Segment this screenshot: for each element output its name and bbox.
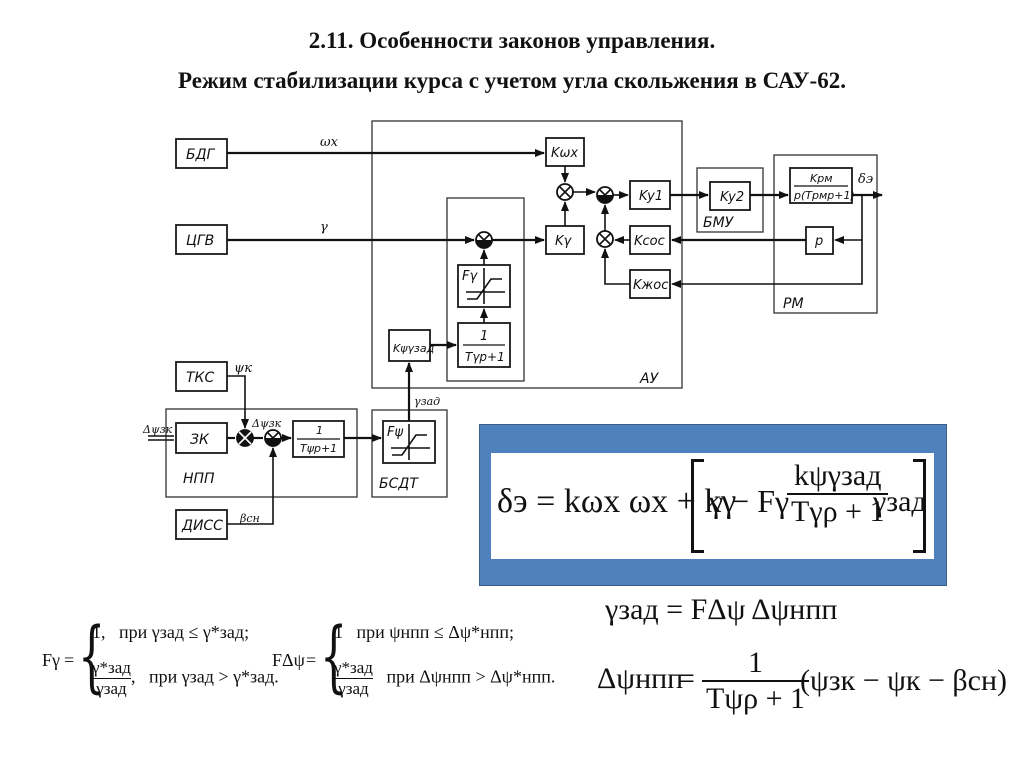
signal-beta-sn: βсн [239,512,260,525]
group-bmu [696,167,764,233]
block-f-psi-label: Fψ [387,425,403,440]
gamma-zad-equation: γзад = FΔψ Δψнпп [605,593,838,626]
block-f-gamma-label: Fγ [462,269,478,284]
group-rm-label: РМ [783,296,804,312]
eq-fraction: kψγзад Tγρ + 1 [787,459,889,529]
block-lag-gamma-num: 1 [480,329,488,344]
f-gamma-case1-value: 1, [92,622,106,642]
group-rm [773,154,878,314]
eq-f-gamma: Fγ [757,483,790,519]
eq-frac-den: Tγρ + 1 [791,495,885,528]
summing-junction [596,230,614,248]
signal-omega-x: ωx [320,135,339,150]
block-k-rm-num: Kрм [810,172,833,185]
block-k-omega-x-label: Kωx [551,146,578,161]
main-equation-box: δэ = kωx ωx + kγ γ − Fγ kψγзад Tγρ + 1 γ… [479,424,947,586]
signal-gamma: γ [320,220,328,235]
f-dpsi-case1-value: 1 [334,622,343,642]
sensor-bdg [175,138,228,169]
f-gamma-case1-cond: при γзад ≤ γ*зад; [119,622,250,642]
block-p [805,226,834,255]
block-k-y2 [709,181,751,211]
f-dpsi-case2-cond: при Δψнпп > Δψ*нпп. [386,666,556,687]
sensor-bdg-label: БДГ [186,147,216,163]
block-k-y2-label: Ky2 [720,190,744,205]
sensor-tks-label: ТКС [186,370,214,386]
group-au-label: АУ [639,371,660,387]
block-k-gamma-zad-label: Kψγзад [393,342,434,355]
block-zk [175,422,228,454]
group-gamma-limiter [446,197,525,382]
block-diagram: АУ БМУ РМ НПП БСДТ БДГ ЦГВ ТКС ДИСС ωx γ… [142,120,883,540]
f-dpsi-case2-frac: γ*зад γзад [334,658,373,699]
right-bracket [913,459,926,553]
block-p-label: p [814,234,823,249]
f-gamma-case2-den: γзад [96,679,127,698]
summing-junction [236,429,254,447]
delta-psi-npp-frac: 1 Tψρ + 1 [702,646,809,716]
sensor-tsgv-label: ЦГВ [186,233,214,249]
f-dpsi-case2-den: γзад [338,679,369,698]
block-k-sos [629,225,671,255]
summing-junction [264,429,282,447]
block-k-zhos-label: Kжос [633,278,668,293]
sensor-diss-label: ДИСС [181,518,223,534]
f-gamma-case2-num: γ*зад [92,658,131,679]
main-equation: δэ = kωx ωx + kγ γ − Fγ kψγзад Tγρ + 1 γ… [491,453,934,559]
delta-psi-npp-rhs: (ψзк − ψк − βсн) [800,664,1008,697]
brace-icon: { [320,612,348,702]
block-k-gamma-label: Kγ [555,234,573,249]
sensor-diss [175,509,228,540]
saturation-curve-psi-icon [391,424,430,460]
block-k-y1 [629,180,671,210]
slide-title: 2.11. Особенности законов управления. [308,28,716,53]
saturation-curve-icon [466,268,505,304]
block-lag-psi-num: 1 [316,424,323,437]
group-au [371,120,683,389]
summing-junction [556,183,574,201]
group-bsdt-label: БСДТ [379,476,419,492]
f-gamma-case2-cond: при γзад > γ*зад. [148,666,279,687]
eq-gamma: γ [709,483,724,519]
f-gamma-lhs: Fγ [42,650,60,670]
signal-delta-psi-zk-in: Δψзк [142,423,173,436]
block-lag-psi-den: Tψp+1 [300,442,337,455]
block-k-zhos [629,269,671,299]
left-bracket [691,459,704,553]
sensor-tsgv [175,224,228,255]
eq-k-gamma: kγ [704,483,737,520]
f-dpsi-case2-num: γ*зад [334,658,373,679]
signal-gamma-zad: γзад [414,395,440,408]
eq-gamma-zad: γзад [873,485,927,518]
signal-psi-k: ψк [234,361,252,376]
block-zk-label: ЗК [190,432,210,448]
block-k-omega-x [545,137,585,167]
block-k-rm-den: p(Tрмp+1) [793,189,855,202]
brace-icon: { [78,612,106,702]
eq-lhs: δэ [497,483,528,520]
summing-junction [475,231,493,249]
group-npp [165,408,358,498]
f-gamma-case2-frac: γ*зад γзад [92,658,131,699]
f-dpsi-lhs: FΔψ [272,650,305,670]
delta-psi-npp-lhs: Δψнпп [597,662,684,695]
group-npp-label: НПП [183,471,215,487]
eq-term1: kωx ωx [563,483,669,520]
delta-psi-npp-num: 1 [702,646,809,682]
summing-junction [596,186,614,204]
f-dpsi-case1-cond: при ψнпп ≤ Δψ*нпп; [356,622,515,642]
signal-delta-e: δэ [858,172,873,187]
signal-delta-psi-zk: Δψзк [251,417,282,430]
block-k-sos-label: Kсос [634,234,665,249]
block-lag-gamma-den: Tγp+1 [465,350,505,364]
slide-subtitle: Режим стабилизации курса с учетом угла с… [178,68,846,93]
delta-psi-npp-den: Tψρ + 1 [706,682,805,715]
eq-frac-num: kψγзад [787,459,889,495]
block-k-y1-label: Ky1 [639,189,663,204]
group-bmu-label: БМУ [703,215,735,231]
